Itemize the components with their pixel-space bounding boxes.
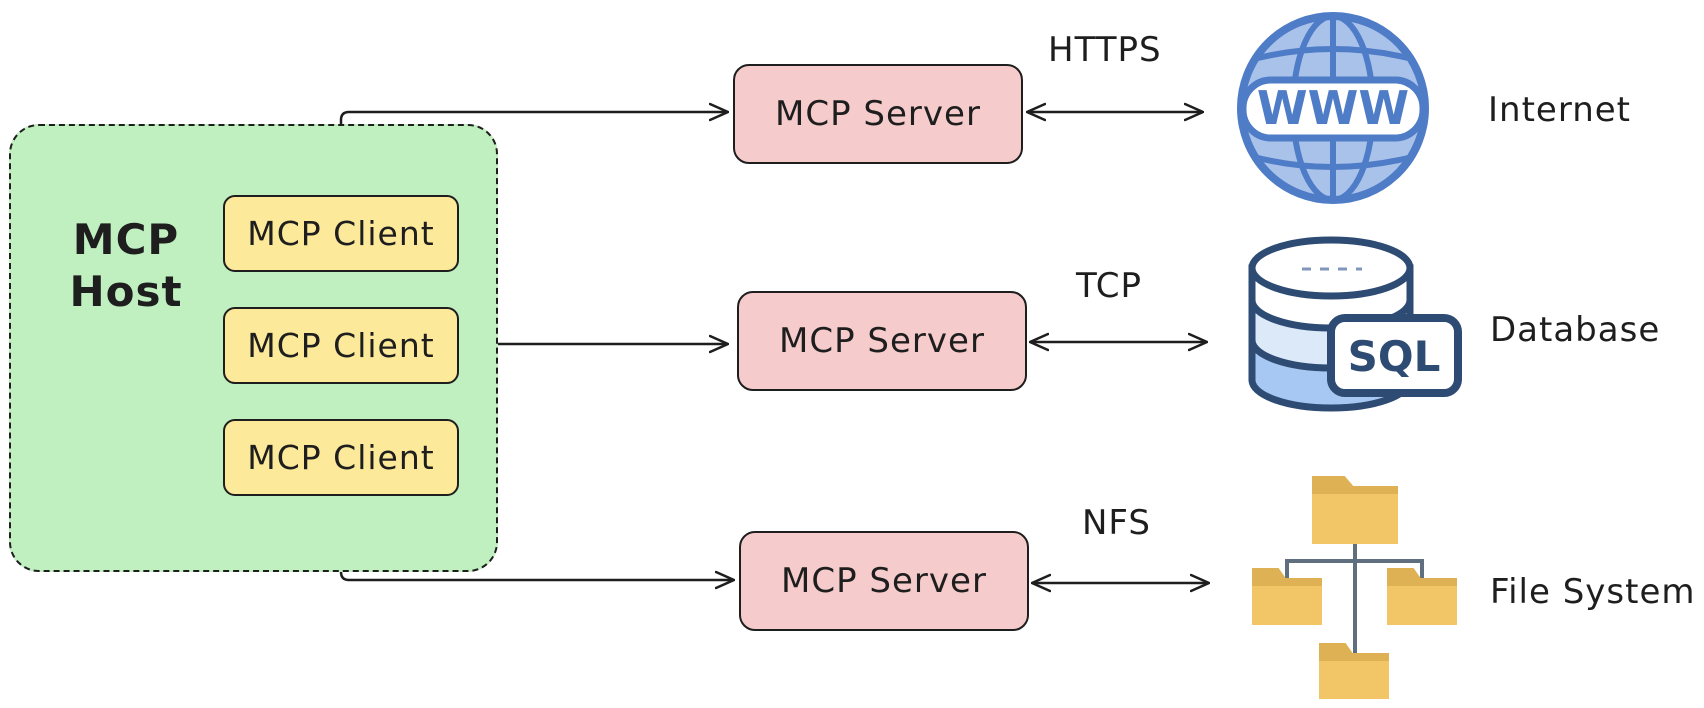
mcp-server-internet[interactable]: MCP Server: [733, 64, 1023, 164]
mcp-server-filesystem[interactable]: MCP Server: [739, 531, 1029, 631]
mcp-host-label: MCP Host: [66, 214, 186, 318]
protocol-label-https: HTTPS: [1048, 30, 1162, 70]
host-label-line-1: MCP: [72, 215, 180, 264]
folder-root-icon: [1312, 476, 1398, 544]
host-label-line-2: Host: [69, 267, 183, 316]
sql-text: SQL: [1348, 332, 1441, 381]
mcp-server-database[interactable]: MCP Server: [737, 291, 1027, 391]
connector-client3-server-filesystem: [341, 500, 733, 580]
globe-www-icon: WWW: [1237, 12, 1429, 204]
mcp-client-1[interactable]: MCP Client: [223, 195, 459, 272]
connector-client1-server-internet: [341, 112, 727, 190]
folder-right-icon: [1387, 568, 1457, 625]
folder-tree-icon: [1252, 476, 1457, 699]
resource-label-internet: Internet: [1488, 90, 1632, 130]
sql-database-icon: SQL: [1248, 236, 1462, 412]
protocol-label-nfs: NFS: [1082, 503, 1151, 543]
resource-label-filesystem: File System: [1490, 572, 1696, 612]
mcp-client-2[interactable]: MCP Client: [223, 307, 459, 384]
protocol-label-tcp: TCP: [1076, 266, 1143, 306]
mcp-client-3[interactable]: MCP Client: [223, 419, 459, 496]
resource-label-database: Database: [1490, 310, 1661, 350]
folder-left-icon: [1252, 568, 1322, 625]
www-text: WWW: [1257, 81, 1409, 135]
folder-bottom-icon: [1319, 643, 1389, 699]
